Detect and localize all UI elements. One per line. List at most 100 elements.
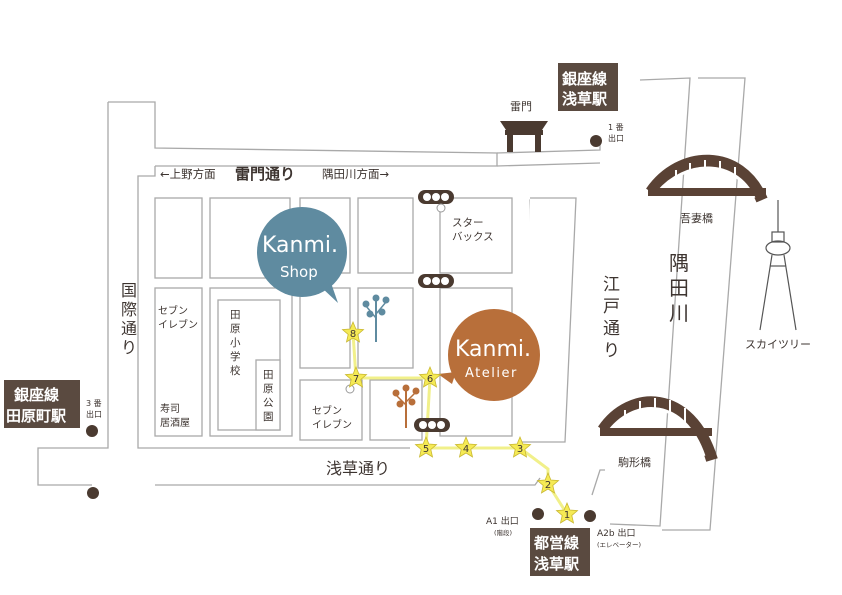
kaminarimon-label: 雷門	[510, 100, 532, 113]
kaminarimon-dori-label: 雷門通り	[235, 165, 295, 183]
edo-char: 江	[603, 275, 620, 295]
a1-exit-note: (階段)	[494, 528, 512, 537]
route-step-number: 2	[545, 480, 551, 491]
traffic-light-icon	[418, 190, 454, 204]
school-char: 田	[230, 309, 241, 321]
route-step-number: 1	[564, 510, 570, 521]
block	[154, 197, 203, 279]
a2b-road	[591, 469, 605, 496]
kokusai-char: 際	[121, 300, 137, 319]
station-dots	[86, 135, 602, 522]
star-icon	[418, 365, 442, 388]
asakusa-dori-label: 浅草通り	[326, 459, 390, 478]
star-icon	[344, 365, 368, 388]
a1-dot-icon	[532, 508, 544, 520]
kanmi-atelier-name: Kanmi.	[455, 337, 531, 362]
sumida-river-label: 隅 田 川	[669, 251, 689, 325]
route-step-number: 6	[427, 374, 433, 385]
sumida-char: 隅	[669, 251, 689, 275]
route-stars: 1 2 3 4 5 6 7 8	[341, 320, 579, 524]
a2b-exit-label: A2b 出口	[597, 527, 635, 539]
edo-dori-label: 江 戸 通 り	[603, 275, 620, 361]
azumabashi-label: 吾妻橋	[680, 211, 713, 225]
park-char: 園	[263, 411, 274, 423]
seven-eleven-1-line2: イレブン	[158, 318, 198, 331]
block	[154, 287, 203, 437]
exit1-label-line1: 1 番	[608, 122, 624, 132]
park-block	[255, 359, 281, 431]
starbucks-label-line2: バックス	[452, 231, 494, 243]
route-step-number: 3	[517, 444, 523, 455]
ueno-direction-label: ←上野方面	[160, 167, 216, 181]
toei-asakusa-line1: 都営線	[533, 534, 579, 552]
exit1-dot-icon	[590, 135, 602, 147]
sumidagawa-direction-label: 隅田川方面→	[322, 167, 389, 181]
kanmi-atelier-bubble[interactable]: Kanmi. Atelier	[438, 309, 540, 401]
a1-exit-label: A1 出口	[486, 515, 519, 527]
kaminarimon-road-right-2	[496, 162, 601, 167]
kokusai-char: り	[121, 338, 137, 357]
route-star-7: 7	[344, 365, 368, 388]
ginza-tawaramachi-station-label: 銀座線 田原町駅	[4, 380, 80, 428]
route-star-6: 6	[418, 365, 442, 388]
exit1-label-line2: 出口	[608, 133, 624, 143]
exit3-label-line1: 3 番	[86, 398, 102, 408]
block	[439, 197, 513, 274]
exit3-dot-icon	[86, 425, 98, 437]
kokusai-dori-label: 国 際 通 り	[121, 281, 137, 357]
toei-asakusa-line2: 浅草駅	[534, 555, 580, 573]
kanmi-shop-bubble[interactable]: Kanmi. Shop	[257, 207, 347, 303]
star-icon	[341, 320, 365, 343]
asakusa-dori-road	[155, 477, 541, 486]
exit3-label-line2: 出口	[86, 409, 102, 419]
traffic-light-icon	[414, 418, 450, 432]
route-star-2: 2	[536, 471, 560, 494]
sushi-izakaya-line1: 寿司	[160, 402, 180, 415]
skytree-icon	[759, 200, 797, 331]
park-char: 田	[263, 369, 274, 381]
star-icon	[454, 435, 478, 458]
route-step-number: 7	[353, 374, 359, 385]
tree-brown-icon	[392, 384, 420, 428]
edo-char: 通	[603, 319, 620, 339]
star-icon	[508, 435, 532, 458]
seven-eleven-2-line2: イレブン	[312, 418, 352, 431]
a2b-exit-note: (エレベーター)	[597, 540, 641, 549]
park-char: 原	[263, 383, 274, 395]
block	[299, 287, 351, 369]
route-step-number: 5	[423, 444, 429, 455]
tawara-school-label: 田 原 小 学 校	[230, 309, 241, 377]
block	[357, 197, 414, 274]
route-star-4: 4	[454, 435, 478, 458]
ginza-asakusa-line2: 浅草駅	[562, 90, 608, 108]
route-step-number: 8	[350, 329, 356, 340]
star-icon	[536, 471, 560, 494]
ginza-asakusa-line1: 銀座線	[562, 70, 607, 88]
route-star-1: 1	[555, 501, 579, 524]
school-char: 原	[230, 323, 241, 335]
kaminarimon-dori-road	[108, 101, 498, 167]
a2b-dot-icon	[584, 510, 596, 522]
kaminarimon-gate-icon	[500, 121, 548, 152]
edo-dori-left-road	[520, 197, 577, 443]
school-char: 小	[230, 337, 241, 349]
star-icon	[414, 435, 438, 458]
edo-char: り	[603, 341, 620, 361]
komagatabashi-bridge-icon	[598, 396, 718, 462]
skytree-label: スカイツリー	[745, 338, 811, 351]
traffic-lights	[414, 190, 454, 432]
route-step-number: 4	[463, 444, 469, 455]
seven-eleven-1-line1: セブン	[158, 304, 188, 317]
seven-eleven-2-line1: セブン	[312, 404, 342, 417]
kokusai-char: 通	[121, 319, 137, 338]
route-star-5: 5	[414, 435, 438, 458]
starbucks-marker-icon	[436, 203, 446, 213]
starbucks-label-line1: スター	[452, 217, 484, 229]
sumida-char: 田	[669, 276, 689, 300]
school-char: 校	[230, 364, 241, 377]
park-char: 公	[263, 397, 274, 409]
kanmi-atelier-sub: Atelier	[465, 366, 518, 381]
route-star-8: 8	[341, 320, 365, 343]
kanmi-shop-name: Kanmi.	[262, 233, 338, 258]
